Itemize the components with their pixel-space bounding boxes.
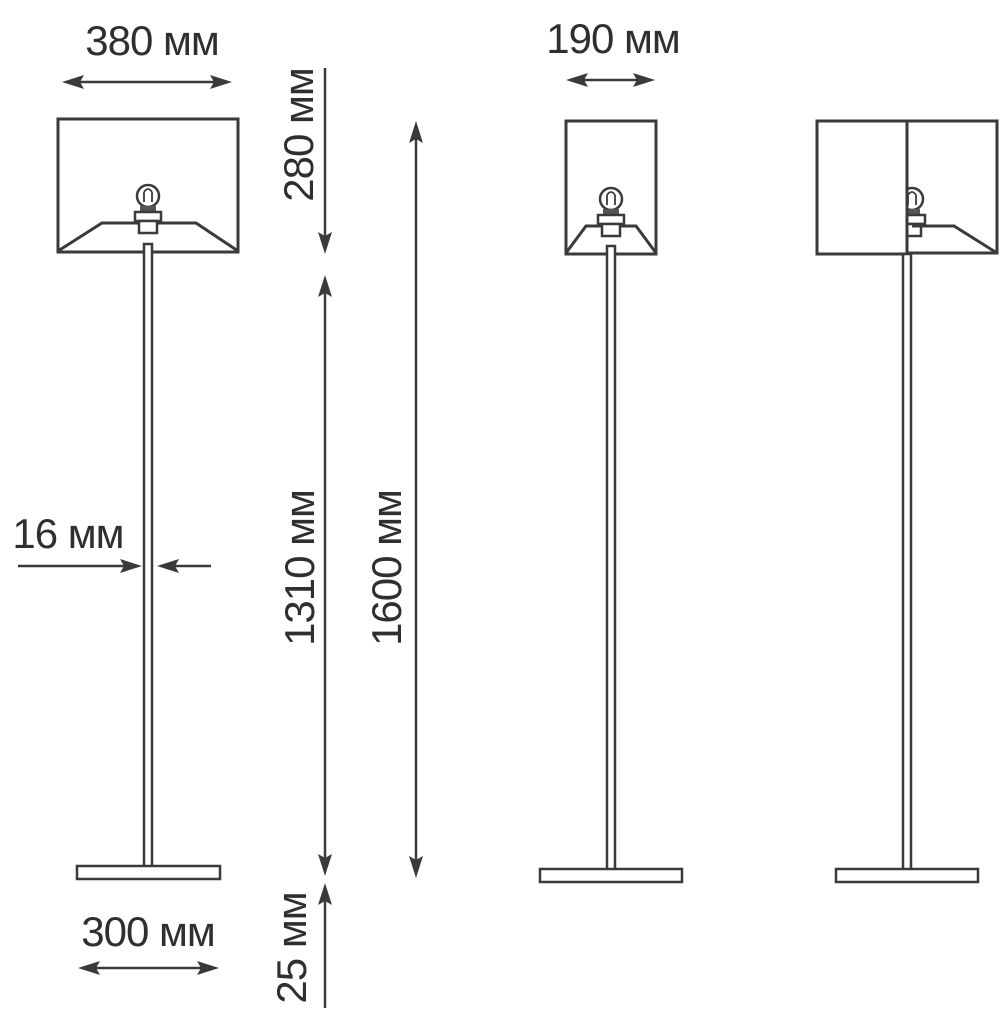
shade-height-label: 280 мм: [275, 68, 322, 202]
side-view-lamp: [538, 119, 684, 884]
shade-width-dimension: 380 мм: [62, 17, 232, 89]
front-stem: [142, 242, 154, 870]
angled-base: [834, 867, 980, 884]
base-height-label: 25 мм: [268, 892, 315, 1003]
angled-shade-diffuser: [912, 224, 998, 255]
shade-depth-label: 190 мм: [546, 15, 680, 62]
angled-shade-side: [907, 119, 999, 255]
total-height-label: 1600 мм: [363, 490, 410, 646]
stem-diameter-dimension: 16 мм: [12, 510, 211, 573]
shade-width-label: 380 мм: [85, 17, 219, 64]
base-width-label: 300 мм: [81, 908, 215, 955]
shade-depth-dimension: 190 мм: [546, 15, 681, 87]
stem-diameter-label: 16 мм: [12, 510, 123, 557]
angled-stem: [901, 252, 913, 872]
side-base: [538, 867, 684, 884]
angled-view-lamp: [815, 119, 999, 884]
base-width-dimension: 300 мм: [78, 908, 219, 975]
total-height-dimension: 1600 мм: [363, 121, 423, 878]
stem-height-dimension: 1310 мм: [276, 275, 332, 876]
angled-shade-back: [815, 119, 909, 256]
shade-height-dimension: 280 мм: [275, 68, 332, 254]
side-stem: [605, 244, 617, 872]
stem-height-label: 1310 мм: [276, 490, 323, 646]
front-base: [75, 864, 222, 881]
base-height-dimension: 25 мм: [268, 883, 332, 1008]
front-view-lamp: [56, 117, 240, 881]
